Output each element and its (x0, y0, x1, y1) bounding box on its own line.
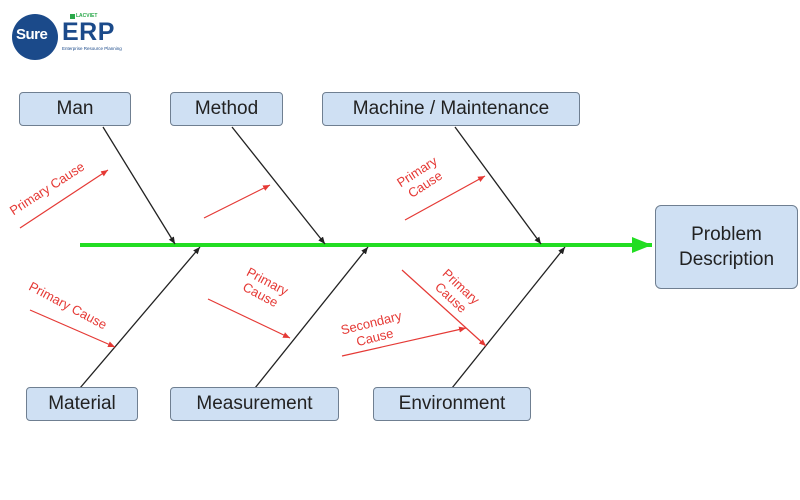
logo-wordmark-left: Sure (16, 26, 48, 43)
cause-arrow-man (19, 169, 109, 229)
cause-arrow-material (29, 309, 116, 348)
bone-material (79, 246, 201, 389)
bone-method (231, 126, 326, 245)
category-environment: Environment (373, 387, 531, 421)
logo-square-icon (70, 14, 75, 19)
logo-wordmark-right: ERP (62, 18, 115, 46)
logo-mini-text: LACVIET (76, 13, 98, 19)
cause-arrow-measurement (207, 298, 291, 339)
cause-arrow-machine (404, 175, 486, 221)
cause-arrow-environment-primary (401, 269, 487, 347)
bone-machine (454, 126, 542, 245)
category-material: Material (26, 387, 138, 421)
category-measurement: Measurement (170, 387, 339, 421)
brand-logo: Sure LACVIET ERP Enterprise Resource Pla… (10, 12, 140, 62)
category-machine-maintenance: Machine / Maintenance (322, 92, 580, 126)
logo-circle-icon (12, 14, 58, 60)
category-man: Man (19, 92, 131, 126)
cause-arrow-environment-secondary (341, 326, 467, 357)
problem-description-box: Problem Description (655, 205, 798, 289)
bone-environment (451, 246, 566, 389)
category-method: Method (170, 92, 283, 126)
bone-man (102, 126, 176, 245)
logo-tagline: Enterprise Resource Planning (62, 46, 122, 51)
bone-measurement (254, 246, 369, 389)
cause-arrow-method (203, 184, 271, 219)
